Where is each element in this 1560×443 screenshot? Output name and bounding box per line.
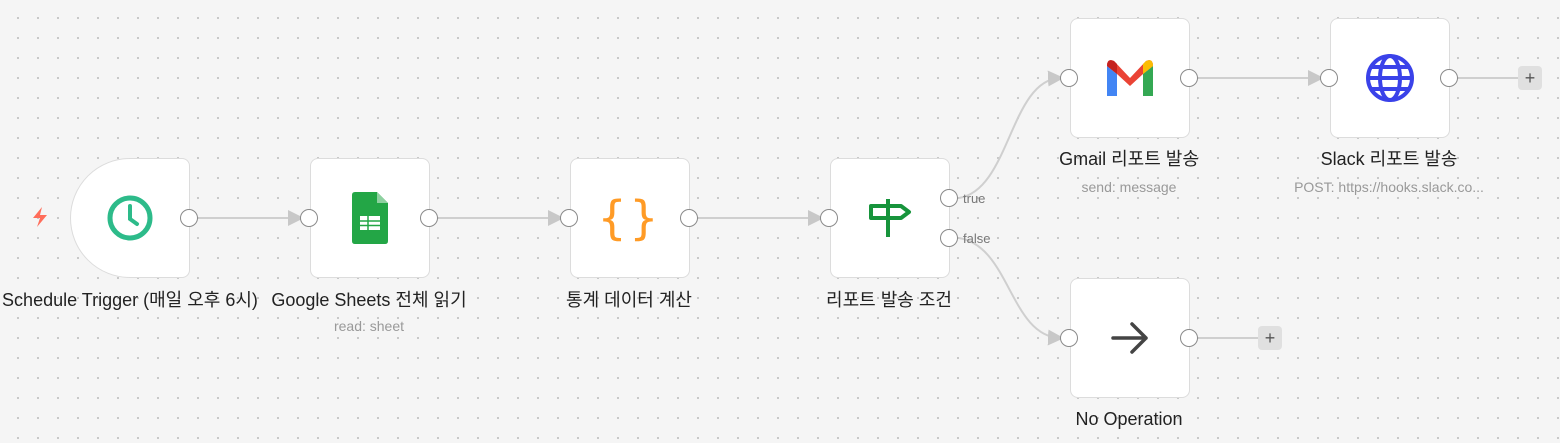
node-label: Slack 리포트 발송 [1320, 149, 1458, 169]
globe-icon [1366, 54, 1414, 102]
input-handle[interactable] [1320, 69, 1338, 87]
gmail-icon [1107, 60, 1153, 96]
node-subtitle: send: message [1081, 179, 1177, 195]
edge-if-gmail [958, 70, 1064, 199]
input-handle[interactable] [1060, 329, 1078, 347]
node-subtitle: read: sheet [333, 318, 405, 334]
output-handle[interactable] [420, 209, 438, 227]
node-label: No Operation [1075, 409, 1183, 429]
output-handle[interactable] [680, 209, 698, 227]
node-label: 통계 데이터 계산 [566, 290, 692, 310]
node-code[interactable]: {} [570, 158, 690, 278]
node-subtitle: POST: https://hooks.slack.co... [1294, 179, 1484, 195]
node-http-request[interactable] [1330, 18, 1450, 138]
arrow-right-icon [1111, 322, 1148, 354]
clock-icon [107, 195, 153, 241]
node-label: Schedule Trigger (매일 오후 6시) [2, 290, 258, 310]
output-handle[interactable] [1180, 329, 1198, 347]
output-label-false: false [963, 231, 991, 246]
node-schedule-trigger[interactable] [70, 158, 190, 278]
input-handle[interactable] [560, 209, 578, 227]
code-braces-icon: {} [598, 191, 662, 245]
node-label: Gmail 리포트 발송 [1059, 149, 1199, 169]
output-handle-true[interactable] [940, 189, 958, 207]
output-handle[interactable] [1440, 69, 1458, 87]
node-label: Google Sheets 전체 읽기 [271, 290, 467, 310]
node-no-operation[interactable] [1070, 278, 1190, 398]
node-label: 리포트 발송 조건 [826, 290, 952, 310]
google-sheets-icon [352, 192, 388, 244]
edge-if-noop [958, 237, 1064, 346]
node-gmail[interactable] [1070, 18, 1190, 138]
add-node-button[interactable]: + [1518, 66, 1542, 90]
trigger-bolt-icon [30, 206, 50, 233]
node-if[interactable] [830, 158, 950, 278]
input-handle[interactable] [1060, 69, 1078, 87]
add-node-button[interactable]: + [1258, 326, 1282, 350]
input-handle[interactable] [300, 209, 318, 227]
output-handle[interactable] [1180, 69, 1198, 87]
input-handle[interactable] [820, 209, 838, 227]
output-handle-false[interactable] [940, 229, 958, 247]
signpost-icon [869, 199, 911, 237]
node-google-sheets[interactable] [310, 158, 430, 278]
output-label-true: true [963, 191, 986, 206]
output-handle[interactable] [180, 209, 198, 227]
